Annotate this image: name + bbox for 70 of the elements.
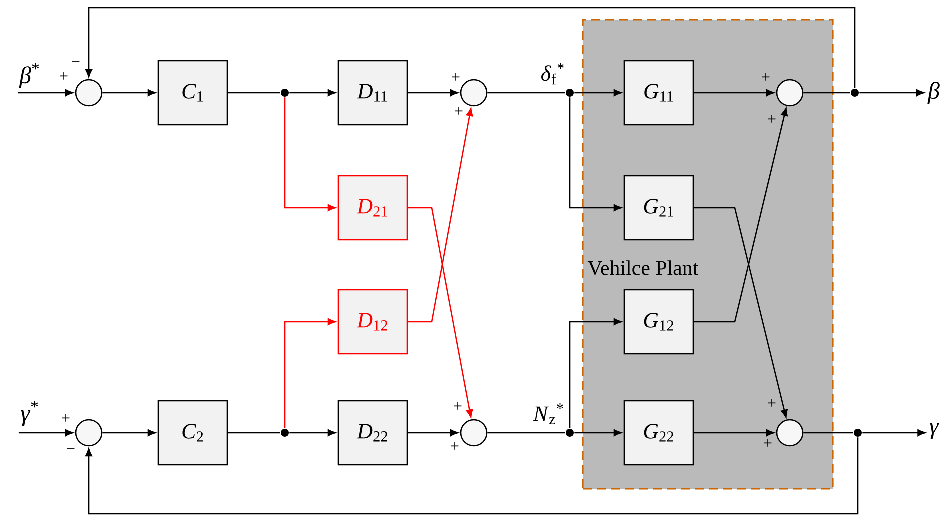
connector-line bbox=[228, 92, 280, 94]
signal-label: β$^{*}$ bbox=[19, 63, 40, 89]
sign-label: + bbox=[768, 116, 776, 123]
sign-label: + bbox=[768, 400, 776, 407]
junction-dot bbox=[566, 429, 574, 437]
block-box: C$_{1}$ bbox=[158, 60, 228, 126]
connector-line bbox=[488, 432, 566, 434]
arrow bbox=[18, 430, 74, 436]
arrow bbox=[86, 438, 859, 515]
connector-line bbox=[804, 432, 854, 434]
sign-label: + bbox=[62, 414, 70, 422]
arrow bbox=[862, 430, 926, 436]
arrow bbox=[408, 430, 458, 436]
summing-junction bbox=[75, 419, 103, 447]
block-box: G$_{11}$ bbox=[624, 60, 694, 126]
arrow bbox=[408, 108, 474, 323]
arrow bbox=[102, 90, 156, 96]
arrow bbox=[569, 318, 622, 428]
block-box: G$_{21}$ bbox=[624, 175, 694, 241]
arrow bbox=[408, 207, 474, 418]
arrow bbox=[284, 318, 336, 428]
sign-label: + bbox=[764, 440, 772, 447]
arrow bbox=[102, 430, 156, 436]
arrow bbox=[408, 90, 458, 96]
junction-dot bbox=[854, 429, 862, 437]
arrow bbox=[574, 430, 622, 436]
summing-junction bbox=[75, 79, 103, 107]
signal-label: β bbox=[928, 82, 940, 104]
sign-label: + bbox=[451, 442, 459, 450]
arrow bbox=[290, 90, 336, 96]
summing-junction bbox=[460, 419, 488, 447]
arrow bbox=[860, 90, 925, 96]
block-box: D$_{11}$ bbox=[338, 60, 408, 126]
sign-label: + bbox=[60, 72, 68, 80]
signal-label: N$_{z}$* bbox=[533, 404, 564, 424]
sign-label: + bbox=[452, 74, 460, 81]
arrow bbox=[694, 90, 774, 96]
sign-label: + bbox=[454, 402, 462, 410]
signal-label: δ$_{f}$* bbox=[542, 63, 564, 85]
sign-label: − bbox=[67, 448, 75, 449]
arrow bbox=[290, 430, 336, 436]
sign-label: + bbox=[762, 74, 770, 81]
connector-line bbox=[228, 432, 280, 434]
summing-junction bbox=[776, 79, 804, 107]
block-box: C$_{2}$ bbox=[158, 400, 228, 466]
arrow bbox=[284, 98, 336, 212]
summing-junction bbox=[776, 419, 804, 447]
signal-label: γ bbox=[930, 422, 940, 440]
junction-dot bbox=[851, 89, 859, 97]
block-box: D$_{22}$ bbox=[338, 400, 408, 466]
sign-label: − bbox=[72, 61, 80, 62]
junction-dot bbox=[281, 89, 289, 97]
arrow bbox=[18, 90, 74, 96]
signal-label: γ$^{*}$ bbox=[21, 401, 38, 427]
arrow bbox=[86, 7, 856, 88]
block-box: D$_{12}$ bbox=[338, 289, 408, 355]
block-box: G$_{22}$ bbox=[624, 400, 694, 466]
block-box: D$_{21}$ bbox=[338, 175, 408, 241]
junction-dot bbox=[281, 429, 289, 437]
junction-dot bbox=[566, 89, 574, 97]
connector-line bbox=[488, 92, 566, 94]
sign-label: + bbox=[455, 108, 463, 115]
arrow bbox=[569, 98, 622, 212]
connector-line bbox=[804, 92, 850, 94]
arrow bbox=[694, 207, 788, 418]
arrow bbox=[574, 90, 622, 96]
arrow bbox=[694, 108, 788, 323]
summing-junction bbox=[460, 79, 488, 107]
arrow bbox=[694, 430, 774, 436]
block-box: G$_{12}$ bbox=[624, 289, 694, 355]
